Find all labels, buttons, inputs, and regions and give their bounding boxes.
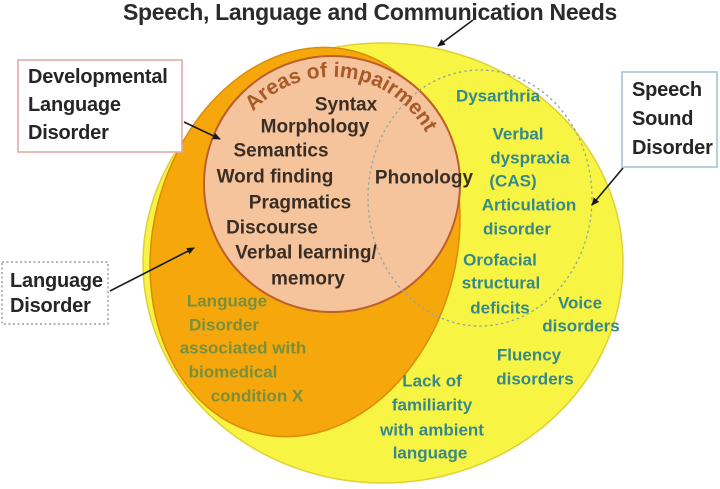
impairment-item-morphology: Morphology — [261, 117, 370, 138]
dld-callout-line-3: Disorder — [28, 122, 109, 144]
speech-item-dyspraxia: dyspraxia — [490, 149, 570, 168]
arrow-ssd-callout-to-circle — [591, 167, 624, 206]
impairment-item-memory: memory — [271, 269, 345, 290]
ssd-callout-box — [621, 71, 718, 168]
phonology-label: Phonology — [375, 168, 474, 189]
speech-item-structural: structural — [462, 274, 540, 293]
ssd-callout-line-1: Speech — [632, 79, 702, 101]
speech-item-voice-2: disorders — [542, 317, 619, 336]
speech-item-language: language — [393, 444, 468, 463]
speech-item-deficits: deficits — [470, 299, 530, 318]
speech-item-with-ambient: with ambient — [379, 421, 484, 440]
speech-item-familiarity: familiarity — [392, 396, 473, 415]
impairment-item-pragmatics: Pragmatics — [249, 193, 351, 214]
dld-callout-line-1: Developmental — [28, 66, 168, 88]
ld-callout-box — [1, 261, 109, 325]
speech-item-fluency: Fluency — [497, 346, 562, 365]
ssd-callout-line-3: Disorder — [632, 137, 713, 159]
biomedical-line-1: Language — [187, 292, 267, 311]
developmental-language-disorder-circle — [203, 55, 461, 313]
impairment-item-syntax: Syntax — [315, 95, 378, 116]
impairment-item-word-finding: Word finding — [217, 167, 334, 188]
speech-item-fluency-2: disorders — [496, 370, 573, 389]
speech-item-lack-of: Lack of — [402, 372, 462, 391]
page-title: Speech, Language and Communication Needs — [123, 0, 617, 25]
speech-item-verbal: Verbal — [492, 125, 543, 144]
ld-callout-line-1: Language — [10, 270, 103, 292]
arrow-title-to-slcn-circle — [437, 19, 474, 47]
ssd-callout-line-2: Sound — [632, 108, 693, 130]
arrow-ld-callout-to-circle — [109, 247, 195, 292]
dld-callout-line-2: Language — [28, 94, 121, 116]
biomedical-line-4: biomedical — [189, 363, 278, 382]
impairment-item-discourse: Discourse — [226, 218, 318, 239]
speech-item-articulation-2: disorder — [483, 220, 551, 239]
speech-item-voice: Voice — [558, 294, 602, 313]
biomedical-line-5: condition X — [211, 387, 304, 406]
ld-callout: Language Disorder — [1, 261, 109, 325]
ld-callout-line-2: Disorder — [10, 295, 91, 317]
dld-callout: Developmental Language Disorder — [17, 59, 183, 153]
biomedical-line-3: associated with — [180, 339, 307, 358]
arrow-dld-callout-to-circle — [183, 121, 221, 140]
impairment-item-semantics: Semantics — [233, 141, 328, 162]
speech-item-orofacial: Orofacial — [463, 251, 537, 270]
biomedical-line-2: Disorder — [189, 316, 259, 335]
ssd-callout: Speech Sound Disorder — [621, 71, 718, 168]
speech-item-articulation: Articulation — [482, 196, 576, 215]
speech-item-cas: (CAS) — [489, 172, 536, 191]
impairment-item-verbal-learning: Verbal learning/ — [235, 243, 377, 264]
dld-callout-box — [17, 59, 183, 153]
speech-item-dysarthria: Dysarthria — [456, 87, 541, 106]
